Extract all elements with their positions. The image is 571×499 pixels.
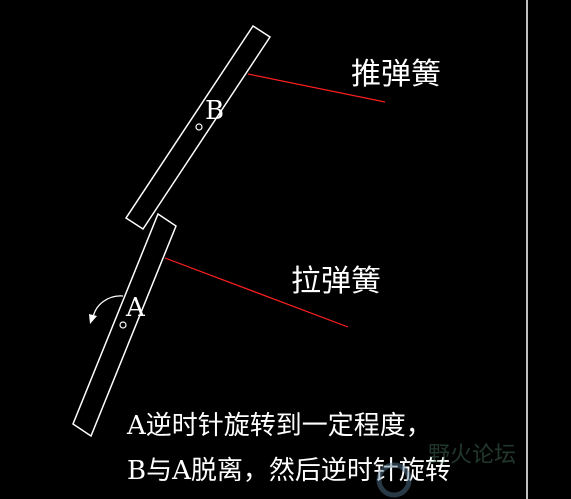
- pull-spring-line: [164, 257, 349, 328]
- push-spring-label: 推弹簧: [351, 57, 441, 92]
- caption-line-2: B与A脱离，然后逆时针旋转: [127, 456, 451, 486]
- caption-line-1: A逆时针旋转到一定程度，: [126, 411, 432, 441]
- watermark-logo-icon: [376, 462, 412, 498]
- pivot-a-circle: [119, 321, 127, 329]
- point-a-label: A: [125, 293, 146, 323]
- push-spring-line: [247, 73, 386, 103]
- rotation-arrowhead-icon: [89, 314, 97, 324]
- point-b-label: B: [205, 96, 224, 126]
- upper-bar-b: [124, 24, 272, 231]
- watermark: 野火论坛: [376, 443, 516, 498]
- pivot-b-circle: [195, 123, 203, 131]
- lower-bar-a: [72, 212, 177, 438]
- watermark-text: 野火论坛: [428, 443, 516, 468]
- pull-spring-label: 拉弹簧: [291, 264, 381, 299]
- rotation-arc: [92, 295, 124, 319]
